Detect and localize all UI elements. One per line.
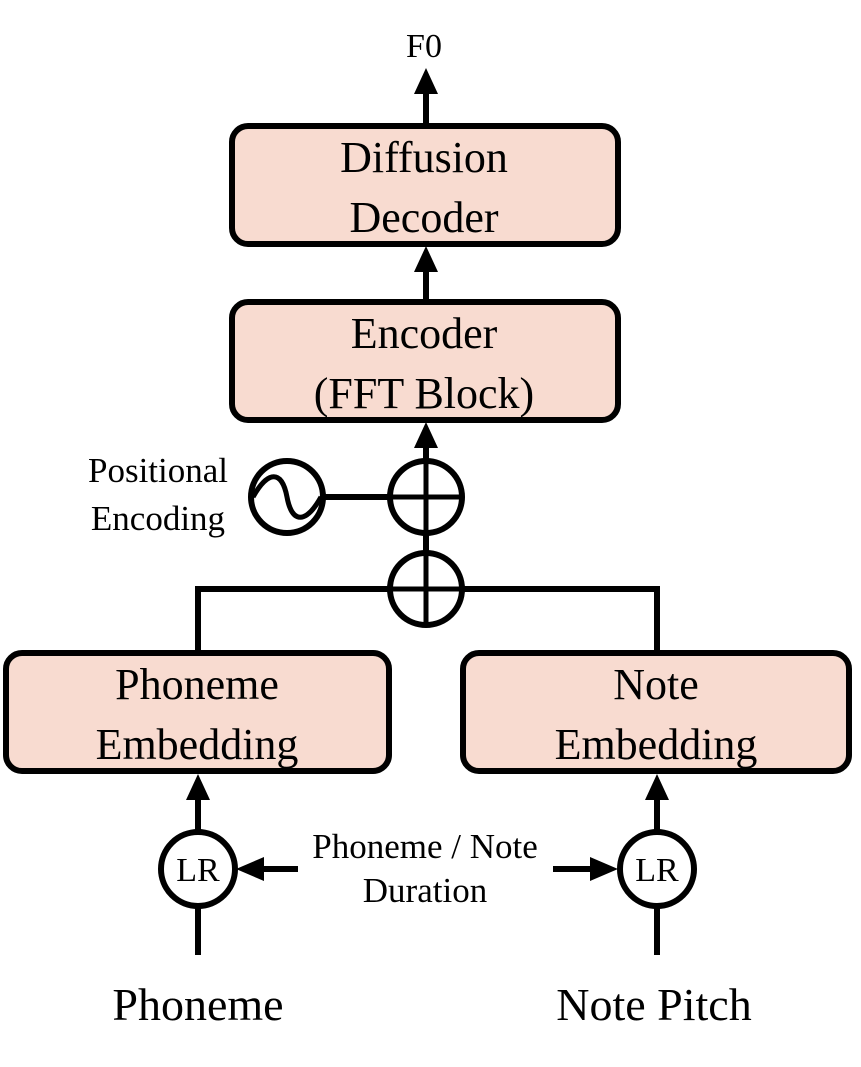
encoder-label-line1: Encoder [351, 309, 498, 358]
phoneme-input-label: Phoneme [112, 979, 283, 1030]
duration-label-line2: Duration [363, 871, 487, 910]
note-embedding-label-line2: Embedding [555, 720, 758, 769]
left-length-regulator-label: LR [176, 852, 220, 889]
sine-wave-icon [250, 474, 324, 520]
encoder-box [229, 299, 621, 423]
positional-encoding-label-line1: Positional [88, 451, 228, 490]
note-pitch-input-label: Note Pitch [556, 979, 751, 1030]
duration-label-line1: Phoneme / Note [312, 827, 538, 866]
phoneme-embedding-label-line2: Embedding [96, 720, 299, 769]
arrowhead-phoneme-embedding [186, 774, 210, 800]
phoneme-embedding-label-line1: Phoneme [115, 660, 279, 709]
arrowhead-note-embedding [645, 774, 669, 800]
arrowhead-decoder [414, 246, 438, 272]
encoder-label-line2: (FFT Block) [314, 369, 534, 418]
note-embedding-label-line1: Note [613, 660, 699, 709]
note-embedding-box [460, 650, 852, 774]
arrowhead-left-lr [236, 857, 264, 881]
diffusion-decoder-box [229, 123, 621, 247]
arrowhead-right-lr [590, 857, 618, 881]
phoneme-embedding-box [3, 650, 392, 774]
diffusion-decoder-label-line2: Decoder [349, 193, 498, 242]
positional-encoding-label-line2: Encoding [91, 499, 225, 538]
arrowhead-output [414, 68, 438, 94]
diffusion-decoder-label-line1: Diffusion [340, 133, 508, 182]
note-branch-line [462, 586, 660, 652]
arrowhead-encoder [414, 422, 438, 448]
right-length-regulator-label: LR [635, 852, 679, 889]
phoneme-branch-line [195, 586, 390, 652]
output-label-f0: F0 [406, 28, 442, 65]
